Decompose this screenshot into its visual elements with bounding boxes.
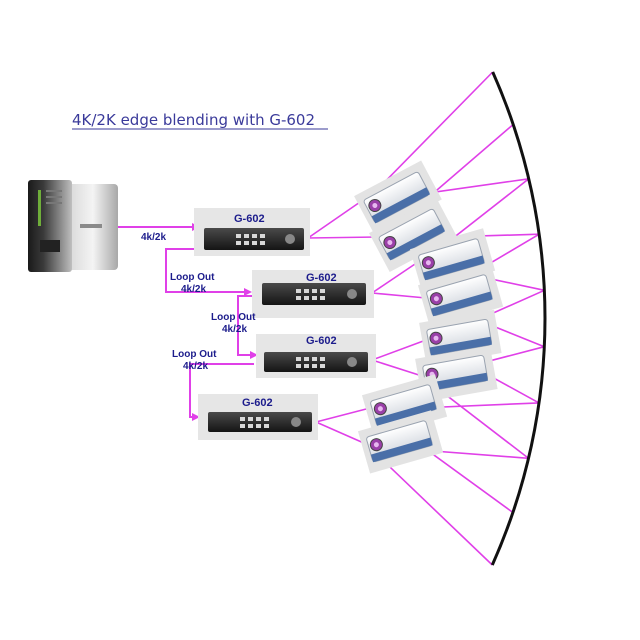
- projector-lens-highlight: [372, 203, 378, 209]
- unit-chassis: [264, 352, 368, 372]
- loop-out-cable-2: [237, 295, 258, 356]
- unit-to-projector-cable: [315, 421, 367, 445]
- projector-array: [354, 160, 504, 474]
- projector-base-stripe: [374, 401, 437, 427]
- svg-text:Loop Out: Loop Out: [211, 312, 256, 323]
- g602-unit-1: G-602: [194, 208, 310, 256]
- projector-body: [378, 208, 445, 260]
- tower-front-panel: [28, 180, 72, 272]
- g602-unit-3: G-602: [256, 334, 376, 378]
- unit-label: G-602: [306, 335, 337, 347]
- unit-to-projector-cable: [371, 261, 419, 294]
- loop-out-arrow-2: [250, 351, 258, 359]
- projector-lens-highlight: [373, 442, 379, 448]
- svg-text:Loop Out: Loop Out: [170, 272, 215, 283]
- screen-arc: [490, 71, 547, 566]
- media-server-tower: [28, 180, 118, 272]
- unit-chassis: [204, 228, 304, 250]
- projector-lens-highlight: [377, 406, 383, 412]
- loop-out-label-1: Loop Out 4k/2k: [170, 272, 215, 295]
- g602-unit-2: G-602: [252, 270, 374, 318]
- source-output-label: 4k/2k: [141, 232, 166, 243]
- projector: [417, 264, 504, 328]
- unit-to-projector-cable: [307, 236, 379, 239]
- unit-to-projector-cable: [371, 359, 423, 377]
- loop-out-label-2: Loop Out 4k/2k: [211, 312, 256, 335]
- tower-logo-plate: [40, 240, 60, 252]
- unit-label: G-602: [242, 397, 273, 409]
- unit-to-projector-cable: [371, 292, 427, 299]
- unit-control-knob: [291, 417, 301, 427]
- projector-base-stripe: [371, 187, 431, 224]
- loop-out-arrow-3: [192, 413, 200, 421]
- projector-base-stripe: [430, 291, 493, 317]
- projector-body: [363, 171, 430, 223]
- projector-base-stripe: [370, 437, 433, 463]
- projector-base-stripe: [386, 224, 446, 261]
- unit-control-knob: [347, 357, 357, 367]
- projection-screen: [490, 71, 547, 566]
- projector-base-stripe: [422, 255, 485, 281]
- svg-text:4k/2k: 4k/2k: [183, 361, 208, 372]
- svg-text:4k/2k: 4k/2k: [181, 284, 206, 295]
- projector-lens-highlight: [387, 240, 393, 246]
- diagram-title: 4K/2K edge blending with G-602: [72, 111, 315, 129]
- projector: [369, 197, 457, 273]
- loop-out-arrow-1: [244, 288, 252, 296]
- projector-base-stripe: [425, 372, 488, 392]
- loop-out-label-3: Loop Out 4k/2k: [172, 349, 217, 372]
- unit-chassis: [262, 283, 366, 305]
- unit-to-projector-cable: [307, 199, 364, 239]
- projector: [354, 160, 442, 236]
- unit-to-projector-cable: [371, 339, 427, 361]
- unit-control-knob: [347, 289, 357, 299]
- unit-control-knob: [285, 234, 295, 244]
- signal-cables: [116, 199, 427, 445]
- unit-chassis: [208, 412, 312, 432]
- unit-to-projector-cable: [315, 407, 371, 423]
- loop-out-cable-1: [165, 248, 248, 293]
- projector-lens-highlight: [433, 335, 439, 341]
- unit-label: G-602: [234, 213, 265, 225]
- unit-label: G-602: [306, 272, 337, 284]
- projector-lens-highlight: [433, 296, 439, 302]
- svg-text:Loop Out: Loop Out: [172, 349, 217, 360]
- g602-unit-4: G-602: [198, 394, 318, 440]
- projector-lens-highlight: [425, 260, 431, 266]
- projector-base-stripe: [429, 336, 492, 356]
- tower-status-light: [38, 190, 41, 226]
- svg-text:4k/2k: 4k/2k: [222, 324, 247, 335]
- projector: [357, 410, 444, 474]
